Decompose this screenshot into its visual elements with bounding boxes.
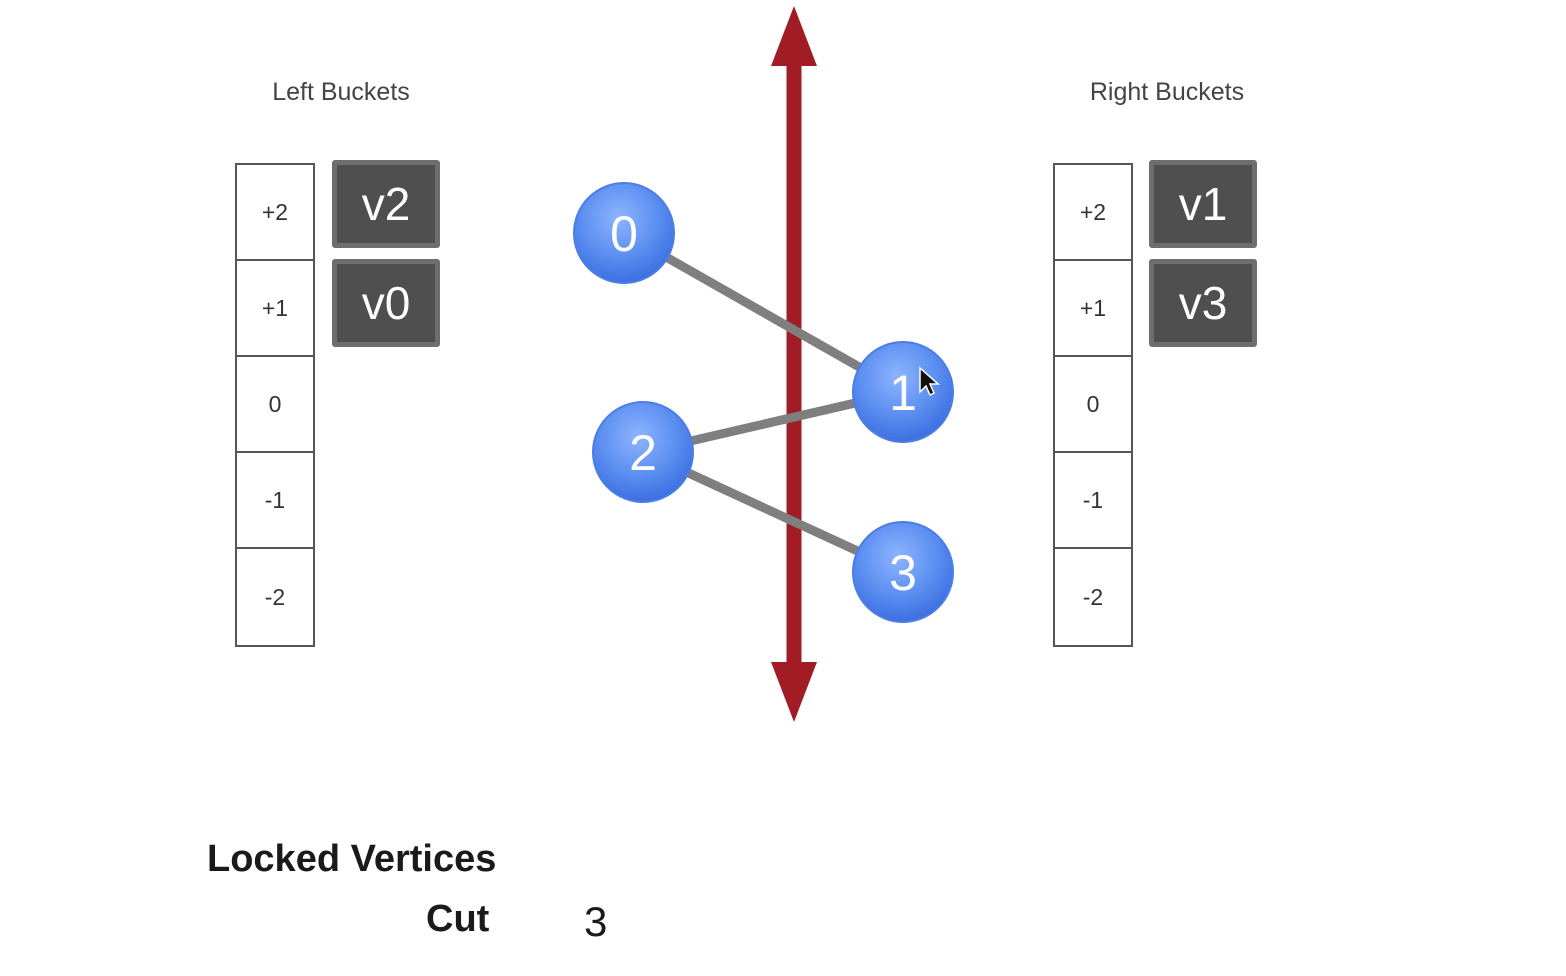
cut-value: 3 [584, 898, 608, 945]
graph-node-label: 2 [629, 425, 657, 481]
left-bucket-cell: 0 [237, 357, 313, 453]
right-bucket-cell: -2 [1082, 583, 1104, 610]
left-bucket-cell: -1 [237, 453, 313, 549]
graph-node-2: 2 [592, 401, 694, 503]
left-bucket-vertex-tag: v0 [332, 259, 440, 347]
right-bucket-cell: -1 [1055, 453, 1131, 549]
graph-node-1: 1 [852, 341, 954, 443]
mouse-cursor-icon [919, 366, 940, 397]
graph-node-3: 3 [852, 521, 954, 623]
right-bucket-vertex-tag: v1 [1149, 160, 1257, 248]
graph-node-label: 0 [610, 206, 638, 262]
cut-label: Cut [426, 898, 490, 940]
graph-node-label: 1 [889, 365, 917, 421]
partition-arrow-up [771, 6, 817, 66]
graph-edge-0-1 [621, 229, 906, 396]
partition-arrow-down [771, 662, 817, 722]
right-bucket-vertex-tag: v3 [1149, 259, 1257, 347]
right-buckets-title: Right Buckets [1089, 78, 1245, 106]
left-buckets-title: Left Buckets [272, 78, 410, 106]
locked-vertices-title: Locked Vertices [207, 838, 497, 880]
left-bucket-vertex-tag: v2 [332, 160, 440, 248]
right-bucket-cell: +2 [1055, 165, 1131, 261]
partition-line [771, 6, 817, 722]
right-bucket-cell: +1 [1055, 261, 1131, 357]
right-bucket-column: +2 +1 0 -1 -2 [1053, 163, 1133, 647]
left-bucket-cell: -2 [264, 583, 286, 610]
left-bucket-cell: +1 [237, 261, 313, 357]
graph-node-0: 0 [573, 182, 675, 284]
left-bucket-column: +2 +1 0 -1 -2 [235, 163, 315, 647]
right-bucket-cell: 0 [1055, 357, 1131, 453]
graph-node-label: 3 [889, 545, 917, 601]
left-bucket-cell: +2 [237, 165, 313, 261]
